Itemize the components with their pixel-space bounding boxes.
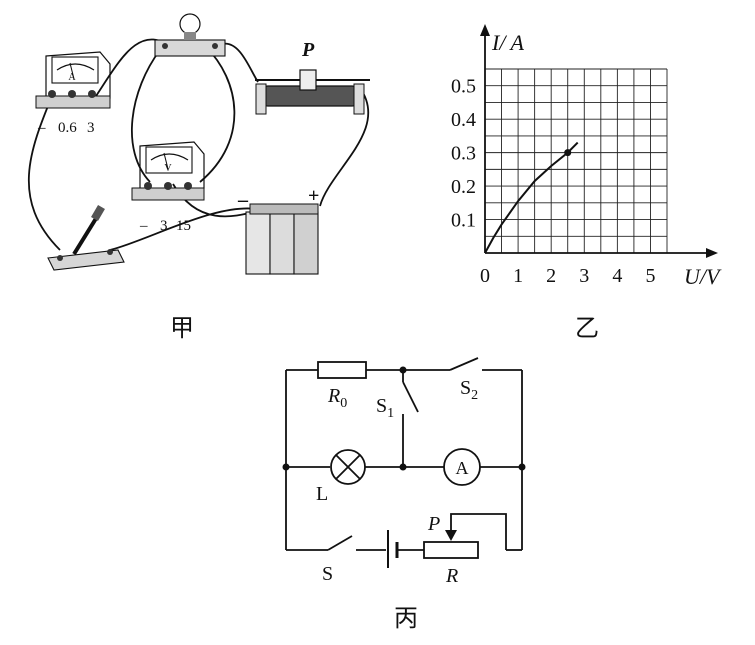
switch-s1-blade	[402, 381, 419, 413]
rheostat-slider	[299, 69, 317, 91]
lamp-socket	[184, 32, 196, 40]
battery-pack: – +	[237, 185, 319, 275]
voltmeter-needle	[163, 152, 169, 170]
ammeter-scale-arc	[56, 63, 95, 71]
voltmeter-terminal-label: –	[139, 218, 148, 234]
chart-ticks: 0 1 2 3 4 5 0.1 0.2 0.3 0.4 0.5	[451, 76, 655, 287]
label-lamp: L	[316, 483, 328, 505]
rheostat-slider-label: P	[301, 39, 315, 61]
x-tick-label: 4	[612, 265, 622, 287]
lamp-glass	[179, 13, 201, 35]
junction-dot	[399, 463, 407, 471]
label-s1: S1	[376, 395, 394, 421]
junction-dot	[282, 463, 290, 471]
wire	[28, 95, 61, 251]
panel-yi: I/ A U/V 0 1 2 3 4 5 0.1 0.2 0.3 0.4 0.5 乙	[451, 24, 722, 342]
y-axis-label: I/ A	[491, 30, 525, 55]
chart-series	[484, 141, 579, 254]
voltmeter-body	[139, 141, 205, 191]
chart-grid	[485, 68, 668, 253]
wire	[221, 42, 259, 83]
ammeter-body	[45, 51, 111, 101]
label-s2: S2	[460, 377, 478, 403]
iu-curve	[484, 141, 579, 254]
wire	[109, 207, 263, 251]
battery-cell	[269, 211, 295, 275]
lamp-terminal	[162, 43, 168, 49]
ammeter-terminal	[48, 90, 56, 98]
caption-yi: 乙	[575, 314, 599, 342]
rheostat-slider-wire	[450, 513, 507, 550]
lamp-terminal	[212, 43, 218, 49]
y-tick-label: 0.5	[451, 76, 476, 98]
voltmeter-meter: V – 3 15	[131, 141, 205, 234]
rheostat-device: P	[255, 39, 370, 115]
voltmeter-terminal	[144, 182, 152, 190]
battery-negative-sign: –	[237, 189, 249, 211]
y-axis-arrow	[480, 24, 490, 36]
switch-s-blade	[327, 535, 353, 551]
x-tick-label: 3	[579, 265, 589, 287]
voltmeter-terminal-label: 3	[160, 218, 168, 234]
battery-top	[249, 203, 319, 215]
rheostat-slider-arrow	[445, 530, 457, 541]
battery-positive-sign: +	[308, 185, 319, 207]
x-axis-label: U/V	[684, 264, 722, 289]
label-ammeter: A	[456, 458, 469, 478]
ammeter-terminal-label: 0.6	[58, 120, 77, 136]
ammeter-terminal-label: 3	[87, 120, 95, 136]
voltmeter-scale-arc	[150, 153, 189, 161]
caption-jia: 甲	[170, 314, 194, 342]
label-slider-p: P	[427, 513, 440, 535]
switch-handle	[91, 204, 105, 222]
voltmeter-symbol: V	[164, 163, 172, 174]
ammeter-symbol: A	[68, 72, 76, 83]
ammeter-meter: A – 0.6 3	[35, 51, 111, 136]
y-tick-label: 0.3	[451, 143, 476, 165]
battery-cell	[293, 211, 319, 275]
caption-bing: 丙	[394, 604, 418, 632]
rheostat-r	[423, 541, 479, 559]
chart-axes: I/ A U/V	[480, 24, 722, 289]
x-tick-label: 1	[513, 265, 523, 287]
lamp-bulb	[154, 13, 226, 57]
x-axis-arrow	[706, 248, 718, 258]
switch-terminal	[107, 249, 113, 255]
ammeter-needle	[69, 62, 75, 80]
switch-s2-blade	[449, 357, 479, 371]
wire	[319, 87, 370, 207]
voltmeter-terminal	[184, 182, 192, 190]
voltmeter-terminal-label: 15	[176, 218, 191, 234]
x-tick-label: 5	[645, 265, 655, 287]
voltmeter-face	[145, 146, 193, 174]
rheostat-end	[353, 83, 365, 115]
ammeter-terminal	[88, 90, 96, 98]
label-switch-s: S	[322, 563, 333, 585]
y-tick-label: 0.2	[451, 176, 476, 198]
switch-terminal	[57, 255, 63, 261]
ammeter-terminal-label: –	[37, 120, 46, 136]
x-tick-label: 2	[546, 265, 556, 287]
wire	[131, 49, 161, 183]
marked-point	[564, 149, 572, 157]
junction-dot	[399, 366, 407, 374]
voltmeter-terminal	[164, 182, 172, 190]
y-tick-label: 0.1	[451, 210, 476, 232]
wire	[199, 45, 236, 183]
knife-switch	[47, 204, 125, 271]
resistor-r0	[317, 361, 367, 379]
battery-cell	[245, 211, 271, 275]
ammeter-terminal	[68, 90, 76, 98]
rheostat-end	[255, 83, 267, 115]
switch-base	[47, 249, 125, 271]
ammeter-face	[51, 56, 99, 84]
label-rheostat-r: R	[445, 565, 458, 587]
x-tick-label: 0	[480, 265, 490, 287]
lamp-cross	[335, 454, 361, 480]
panel-bing: R0 S1 S2 L A S P R 丙	[282, 357, 526, 632]
label-r0: R0	[327, 385, 347, 411]
y-tick-label: 0.4	[451, 109, 476, 131]
panel-jia: A – 0.6 3 P	[28, 13, 370, 342]
